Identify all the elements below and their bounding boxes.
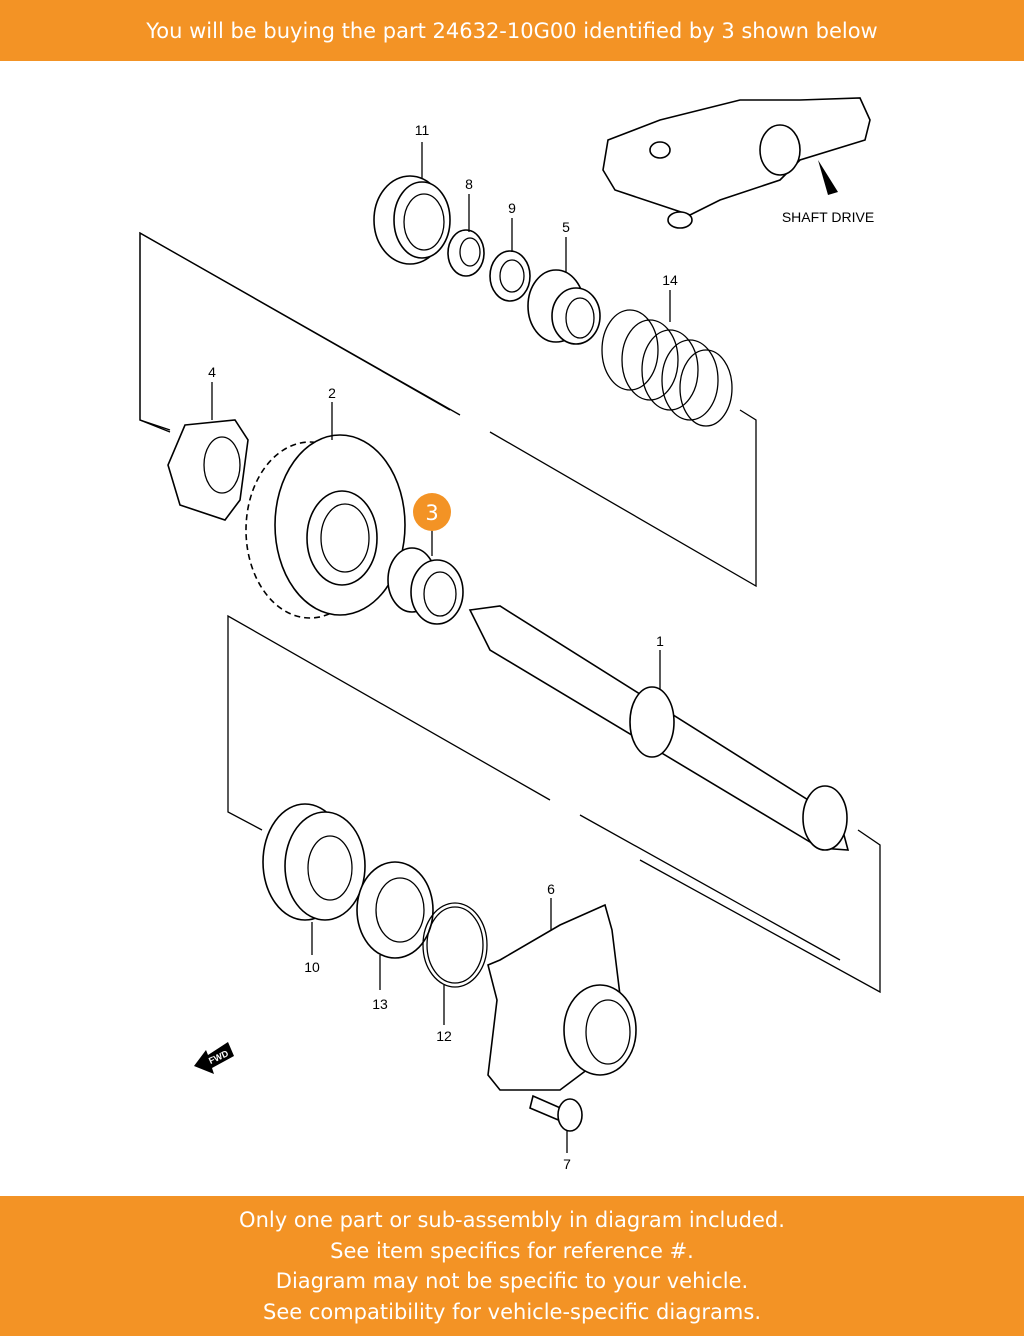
part-10-bearing[interactable]: [262, 803, 366, 921]
callout-5: 5: [562, 219, 570, 235]
callout-3-highlight: 3: [413, 493, 451, 531]
callout-1: 1: [656, 633, 664, 649]
part-3-bushing[interactable]: [387, 547, 464, 625]
callout-12: 12: [436, 1028, 452, 1044]
part-12-o-ring[interactable]: [422, 902, 488, 988]
callout-13: 13: [372, 996, 388, 1012]
leader-lines: [211, 142, 671, 1153]
fwd-arrow-icon: FWD: [194, 1042, 234, 1074]
callout-6: 6: [547, 881, 555, 897]
part-7-bolt[interactable]: [529, 1094, 583, 1132]
callout-7: 7: [563, 1156, 571, 1172]
parts-diagram: SHAFT DRIVE 11 8: [139, 97, 881, 1172]
shaft-drive-inset: SHAFT DRIVE: [602, 97, 874, 229]
footer-line-3: Diagram may not be specific to your vehi…: [275, 1269, 749, 1293]
callout-3: 3: [425, 501, 438, 525]
callout-9: 9: [508, 200, 516, 216]
guide-line-upper-path: [139, 231, 757, 588]
part-11-oil-seal[interactable]: [373, 175, 451, 265]
part-1-shaft[interactable]: [468, 605, 850, 851]
part-13-seal[interactable]: [356, 861, 434, 959]
part-9-washer[interactable]: [489, 250, 531, 302]
part-6-housing[interactable]: [487, 903, 637, 1091]
callout-10: 10: [304, 959, 320, 975]
part-8-nut[interactable]: [447, 229, 485, 277]
footer-line-2: See item specifics for reference #.: [330, 1238, 694, 1263]
footer-line-4: See compatibility for vehicle-specific d…: [262, 1299, 761, 1324]
footer-line-1: Only one part or sub-assembly in diagram…: [239, 1208, 785, 1232]
callout-11: 11: [415, 122, 430, 138]
header-banner: You will be buying the part 24632-10G00 …: [0, 0, 1024, 61]
inset-label: SHAFT DRIVE: [782, 209, 874, 225]
callout-2: 2: [328, 385, 336, 401]
part-2-gear[interactable]: [245, 434, 406, 619]
header-text: You will be buying the part 24632-10G00 …: [146, 18, 878, 43]
part-4-sleeve[interactable]: [167, 419, 249, 521]
footer-banner: Only one part or sub-assembly in diagram…: [0, 1196, 1024, 1336]
guide-line-lower-path: [227, 614, 881, 994]
callout-4: 4: [208, 364, 216, 380]
part-14-spring[interactable]: [601, 309, 733, 427]
part-5-bushing[interactable]: [527, 269, 601, 345]
callout-14: 14: [662, 272, 678, 288]
callout-8: 8: [465, 176, 473, 192]
